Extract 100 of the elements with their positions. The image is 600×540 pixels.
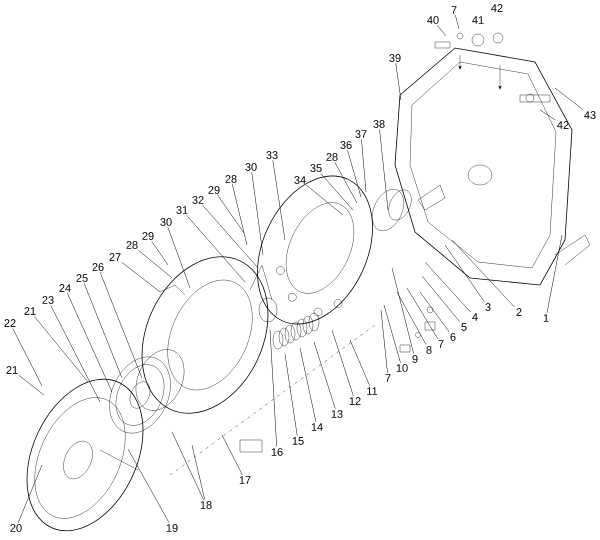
leader-line <box>186 215 246 282</box>
leader-line <box>151 241 168 266</box>
callout-number: 12 <box>350 397 361 405</box>
leader-line <box>314 342 336 409</box>
leader-line <box>320 173 354 210</box>
callout-number: 13 <box>332 410 343 418</box>
callout-number: 20 <box>10 524 22 532</box>
leader-line <box>270 330 277 447</box>
leader-line <box>384 304 401 363</box>
leader-line <box>138 250 172 278</box>
leader-line <box>18 374 44 396</box>
leader-line <box>121 262 160 292</box>
callout-number: 23 <box>42 296 54 304</box>
callout-number: 43 <box>584 111 596 119</box>
leader-line <box>34 316 88 382</box>
callout-number: 31 <box>176 206 188 214</box>
leader-line <box>18 464 42 523</box>
leader-line <box>396 292 426 345</box>
leader-line <box>380 310 388 374</box>
callout-number: 28 <box>225 175 237 183</box>
leader-line <box>217 195 244 234</box>
callout-number: 29 <box>142 232 154 240</box>
leader-line <box>406 288 438 340</box>
leader-line <box>540 110 556 120</box>
callout-number: 36 <box>340 141 352 149</box>
callout-number: 30 <box>160 218 172 226</box>
leader-line <box>300 348 316 422</box>
callout-number: 11 <box>367 387 378 395</box>
leader-line <box>350 340 370 386</box>
callout-number: 21 <box>6 366 18 374</box>
callout-number: 10 <box>396 364 408 372</box>
leader-line <box>128 448 170 523</box>
callout-number: 16 <box>272 448 283 456</box>
callout-number: 32 <box>192 196 204 204</box>
callout-number: 28 <box>126 241 138 249</box>
callout-number: 27 <box>109 253 121 261</box>
leader-line <box>232 184 248 246</box>
callout-number: 21 <box>24 307 36 315</box>
callout-number: 38 <box>373 120 385 128</box>
callout-number: 5 <box>461 323 467 331</box>
leader-line <box>272 160 286 240</box>
callout-number: 18 <box>200 501 212 509</box>
callout-number: 39 <box>389 54 401 62</box>
leader-line <box>452 240 515 308</box>
callout-number: 42 <box>491 4 503 12</box>
callout-number: 7 <box>452 6 456 14</box>
callout-number: 9 <box>412 355 418 363</box>
leader-line <box>168 227 190 288</box>
leader-line <box>379 129 388 210</box>
leader-line <box>192 444 206 500</box>
callout-number: 19 <box>166 524 178 532</box>
leader-line <box>420 292 450 332</box>
leader-line <box>347 150 362 198</box>
callout-number: 41 <box>472 16 484 24</box>
callout-number: 4 <box>472 313 478 321</box>
callout-number: 8 <box>426 346 432 354</box>
callout-number: 7 <box>386 374 390 382</box>
leader-line <box>437 25 446 36</box>
leader-line <box>172 432 204 500</box>
callout-number: 3 <box>485 303 491 311</box>
callout-number: 15 <box>292 437 304 445</box>
leader-line <box>12 328 42 386</box>
leader-line <box>67 292 112 392</box>
callout-number: 30 <box>245 163 257 171</box>
callout-number: 22 <box>4 319 16 327</box>
leader-line <box>455 14 460 30</box>
leader-line <box>422 276 460 322</box>
leader-line <box>334 162 358 204</box>
leader-line <box>284 354 298 436</box>
callout-number: 6 <box>450 333 456 341</box>
callout-number: 14 <box>312 423 323 431</box>
leader-line <box>202 205 258 268</box>
callout-number: 17 <box>240 476 251 484</box>
leader-line <box>392 268 414 354</box>
leader-line <box>444 244 485 302</box>
callout-number: 33 <box>266 151 278 159</box>
callout-number: 2 <box>516 308 522 316</box>
leader-line <box>424 262 471 312</box>
callout-number: 25 <box>76 274 88 282</box>
leader-line <box>546 234 562 314</box>
leader-line <box>50 305 100 402</box>
callout-number: 1 <box>544 314 549 322</box>
callout-number: 29 <box>208 186 220 194</box>
callout-number: 42 <box>557 121 569 129</box>
leader-line <box>396 63 402 100</box>
callout-number: 26 <box>92 263 104 271</box>
leader-line <box>251 172 264 256</box>
callout-number: 28 <box>326 153 338 161</box>
callout-number: 7 <box>438 340 444 348</box>
leader-line <box>332 330 354 396</box>
callout-number: 24 <box>59 284 71 292</box>
callout-number: 40 <box>427 16 439 24</box>
leader-line <box>222 434 243 476</box>
leader-line <box>84 283 122 378</box>
leader-line <box>554 88 584 110</box>
callout-number: 34 <box>294 176 306 184</box>
leader-line <box>306 185 344 216</box>
callout-number: 37 <box>355 130 367 138</box>
leader-line <box>361 139 366 192</box>
callout-number: 35 <box>310 164 322 172</box>
